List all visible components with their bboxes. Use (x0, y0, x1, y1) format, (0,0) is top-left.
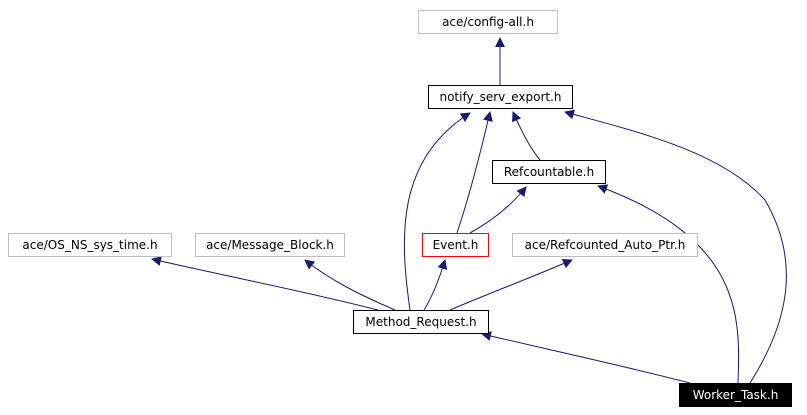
node-refcounted-auto-ptr[interactable]: ace/Refcounted_Auto_Ptr.h (512, 233, 698, 257)
node-config-all[interactable]: ace/config-all.h (418, 10, 558, 34)
edge-event-to-refcountable (469, 186, 527, 234)
node-os-ns-sys-time[interactable]: ace/OS_NS_sys_time.h (8, 233, 172, 257)
edge-worker-task-to-refcountable (597, 184, 740, 384)
edge-event-to-notify-serv-export (456, 111, 493, 234)
edge-method-request-to-message-block (304, 259, 396, 311)
node-event[interactable]: Event.h (422, 233, 489, 257)
edge-method-request-to-event (423, 259, 448, 311)
edge-method-request-to-refcounted-auto-ptr (449, 258, 573, 311)
edge-worker-task-to-notify-serv-export (564, 109, 787, 384)
edge-method-request-to-os-ns-sys-time (151, 256, 379, 311)
edge-worker-task-to-method-request (481, 331, 691, 384)
edge-method-request-to-notify-serv-export (403, 112, 471, 311)
node-message-block[interactable]: ace/Message_Block.h (195, 233, 345, 257)
edge-refcountable-to-notify-serv-export (512, 111, 541, 161)
node-worker-task[interactable]: Worker_Task.h (679, 383, 792, 407)
node-refcountable[interactable]: Refcountable.h (492, 160, 606, 184)
node-notify-serv-export[interactable]: notify_serv_export.h (428, 85, 573, 109)
node-method-request[interactable]: Method_Request.h (353, 310, 489, 334)
